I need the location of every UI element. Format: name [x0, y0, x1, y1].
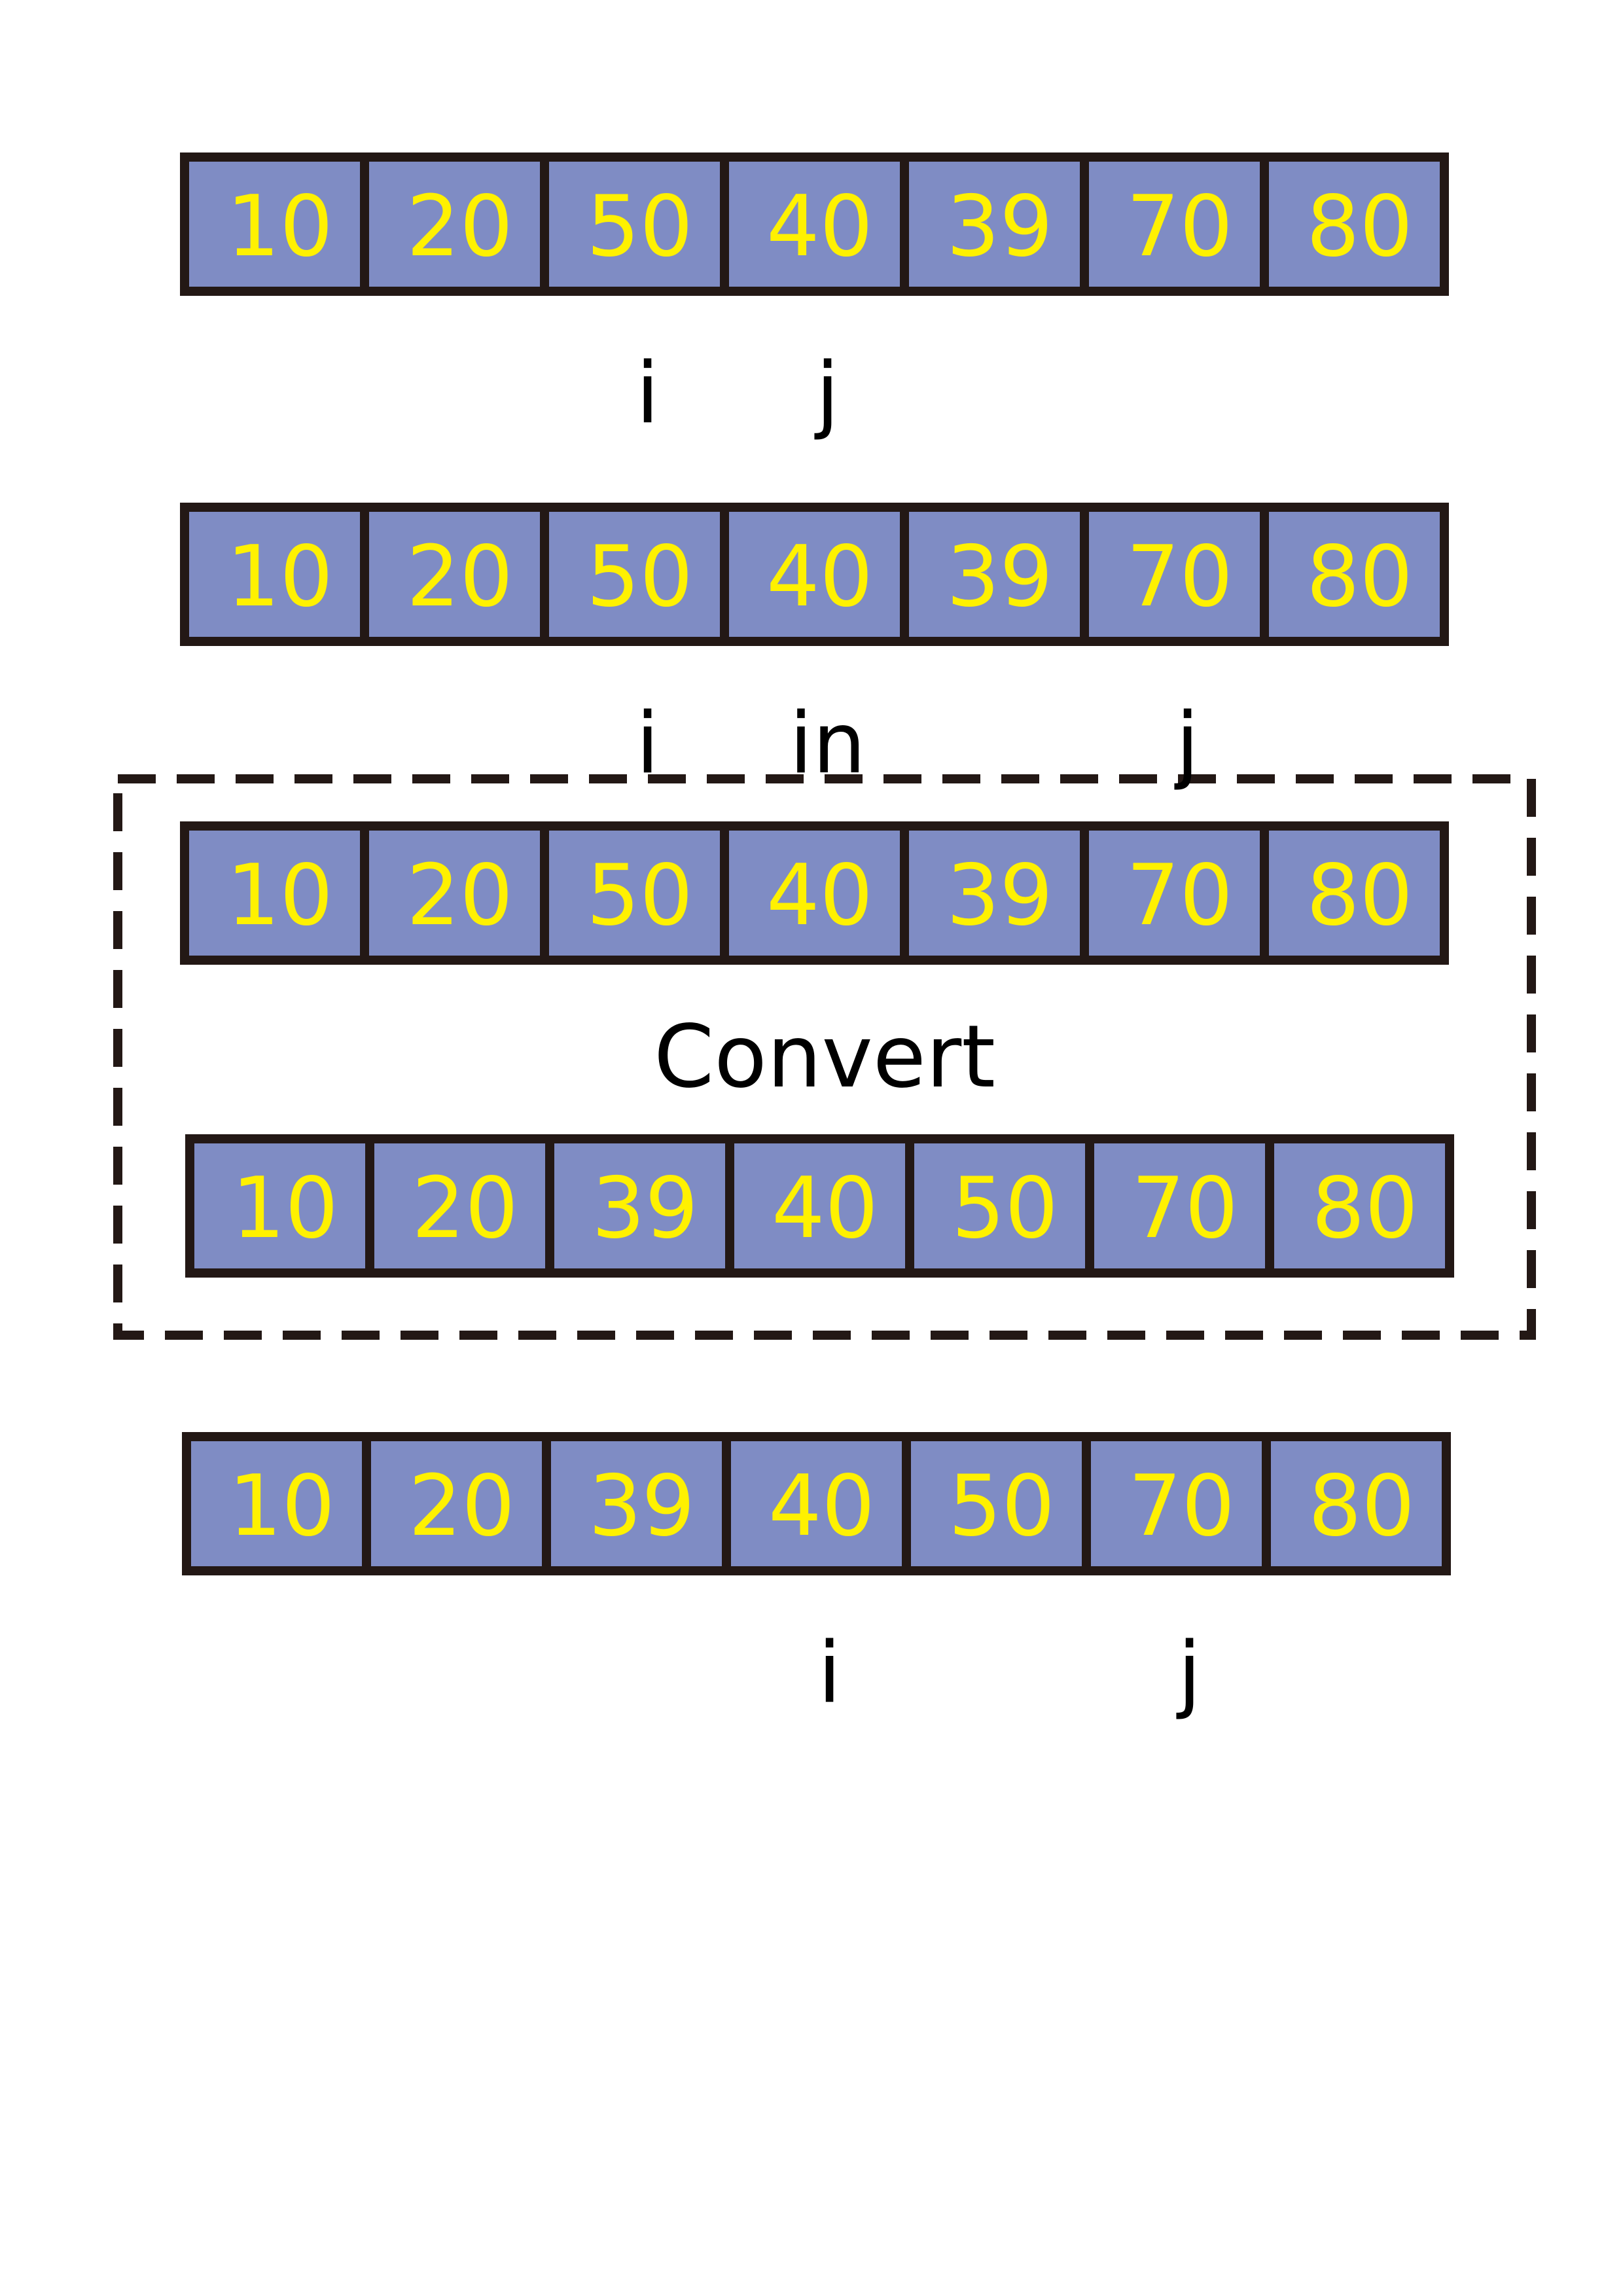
array-row-5: 10 20 39 40 50 70 80 i j — [182, 1432, 1451, 1722]
array-cell-value: 20 — [412, 1160, 518, 1257]
array-cell — [540, 152, 729, 296]
array-cell-value: 39 — [946, 178, 1053, 276]
array-cell-value: 80 — [1306, 847, 1413, 944]
array-cell — [725, 1134, 914, 1278]
array-cell — [1260, 503, 1449, 646]
pointer-label-in: in — [789, 695, 866, 793]
array-cell — [900, 503, 1089, 646]
array-row-1: 10 20 50 40 39 70 80 i j — [180, 152, 1449, 442]
array-cell-value: 40 — [766, 847, 873, 944]
array-cell — [720, 503, 909, 646]
array-cell-value: 70 — [1126, 178, 1233, 276]
array-cell — [1262, 1432, 1451, 1575]
array-cell-value: 80 — [1306, 178, 1413, 276]
array-cell-value: 10 — [232, 1160, 338, 1257]
array-row-4: 10 20 39 40 50 70 80 — [185, 1134, 1454, 1278]
array-cell-value: 40 — [772, 1160, 878, 1257]
array-cell-value: 40 — [766, 528, 873, 626]
array-row-2: 10 20 50 40 39 70 80 i in j — [180, 503, 1449, 793]
array-cell-value: 40 — [768, 1458, 875, 1555]
array-row-3: 10 20 50 40 39 70 80 — [180, 821, 1449, 965]
array-cell-value: 80 — [1306, 528, 1413, 626]
array-cell-value: 70 — [1128, 1458, 1235, 1555]
array-cell-value: 10 — [228, 1458, 335, 1555]
array-cell — [180, 821, 369, 965]
array-cell-value: 20 — [408, 1458, 515, 1555]
array-cell — [1080, 152, 1269, 296]
array-cell-value: 10 — [226, 178, 333, 276]
array-rows: 10 20 50 40 39 70 80 i j 10 20 50 40 39 70 80 i in j 10 20 50… — [180, 152, 1454, 1722]
pointer-label-j: j — [1174, 695, 1200, 793]
array-cell-value: 50 — [586, 528, 693, 626]
array-cell — [720, 152, 909, 296]
array-cell-value: 50 — [952, 1160, 1058, 1257]
array-cell-value: 70 — [1126, 528, 1233, 626]
array-cell-value: 50 — [586, 847, 693, 944]
pointer-label-i: i — [636, 345, 660, 442]
array-cell-value: 10 — [226, 847, 333, 944]
array-cell-value: 39 — [592, 1160, 698, 1257]
array-cell-value: 50 — [586, 178, 693, 276]
array-cell-value: 20 — [406, 528, 513, 626]
array-cell — [900, 152, 1089, 296]
array-cell-value: 10 — [226, 528, 333, 626]
array-cell-value: 39 — [946, 528, 1053, 626]
array-cell-value: 20 — [406, 847, 513, 944]
array-cell — [542, 1432, 731, 1575]
array-cell-value: 70 — [1126, 847, 1233, 944]
array-cell-value: 39 — [946, 847, 1053, 944]
array-cell-value: 39 — [588, 1458, 695, 1555]
convert-dashed-box — [113, 774, 1536, 1340]
array-cell — [1080, 821, 1269, 965]
array-cell — [545, 1134, 734, 1278]
array-cell-value: 40 — [766, 178, 873, 276]
array-cell-value: 70 — [1132, 1160, 1238, 1257]
array-cell-value: 80 — [1311, 1160, 1418, 1257]
array-cell — [1260, 152, 1449, 296]
array-cell — [180, 152, 369, 296]
pointer-label-j: j — [1176, 1624, 1202, 1722]
pointer-label-i: i — [818, 1624, 842, 1722]
array-cell — [540, 821, 729, 965]
pointer-label-j: j — [814, 345, 840, 442]
array-cell — [1265, 1134, 1454, 1278]
array-cell-value: 50 — [948, 1458, 1055, 1555]
array-cell — [540, 503, 729, 646]
pointer-label-i: i — [636, 695, 660, 793]
array-cell-value: 80 — [1308, 1458, 1415, 1555]
array-cell — [1260, 821, 1449, 965]
array-cell-value: 20 — [406, 178, 513, 276]
convert-label: Convert — [654, 1007, 995, 1107]
